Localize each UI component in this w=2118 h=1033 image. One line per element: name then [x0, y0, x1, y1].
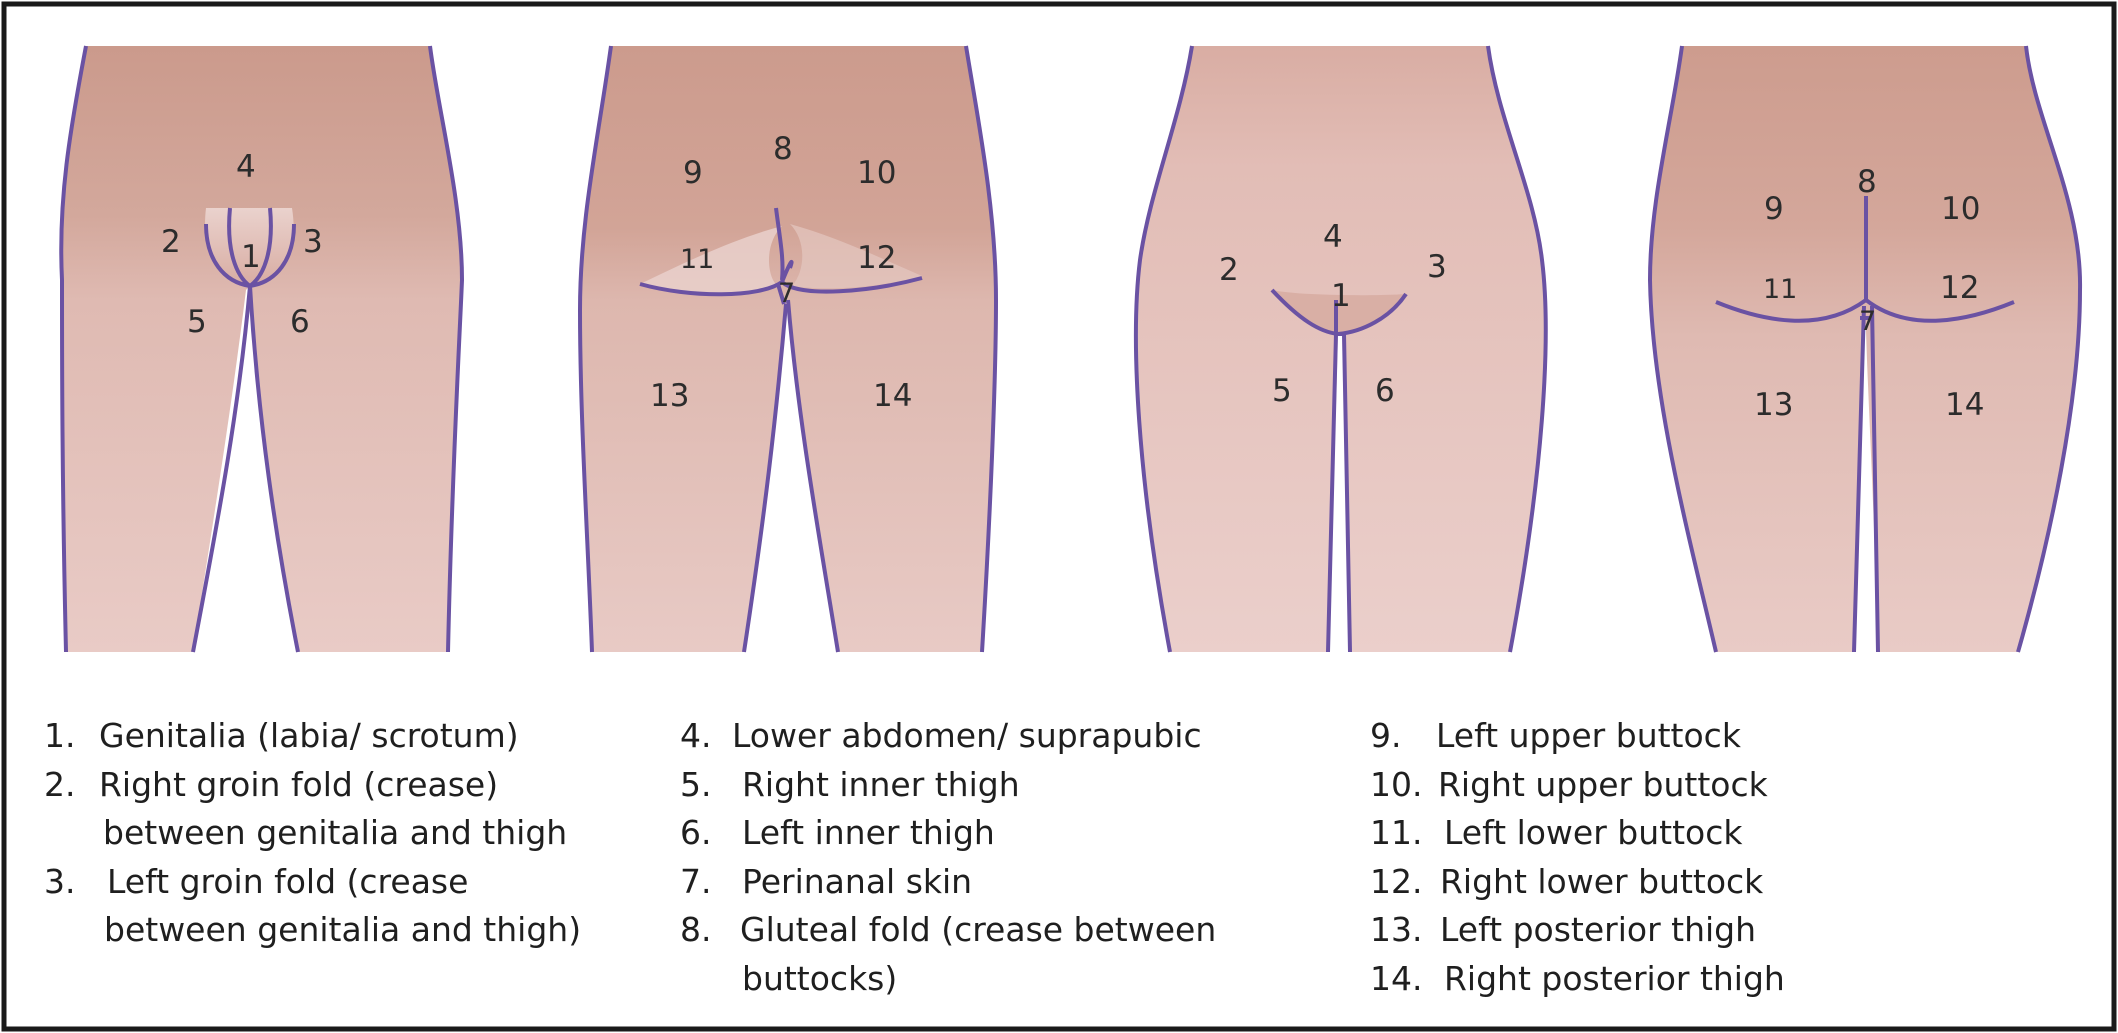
legend-text: Left groin fold (crease: [107, 858, 468, 907]
legend-text: Right upper buttock: [1438, 761, 1768, 810]
figure-female-back: 9 8 10 11 12 7 13 14: [580, 46, 996, 652]
legend-number: 2.: [44, 761, 99, 810]
male-back-label-9: 9: [1764, 191, 1784, 227]
legend-number: 12.: [1370, 858, 1440, 907]
female-front-label-3: 3: [303, 224, 323, 260]
female-back-label-7: 7: [778, 278, 795, 309]
legend-item: 10. Right upper buttock: [1370, 761, 1785, 810]
male-front-label-4: 4: [1323, 219, 1343, 255]
female-front-label-4: 4: [236, 149, 256, 185]
female-front-label-2: 2: [161, 224, 181, 260]
figure-male-front: 4 2 3 1 5 6: [1136, 46, 1546, 652]
legend-item: 5. Right inner thigh: [680, 761, 1216, 810]
female-back-label-8: 8: [773, 131, 793, 167]
legend-text: Genitalia (labia/ scrotum): [99, 712, 519, 761]
male-back-label-11: 11: [1763, 274, 1797, 305]
legend-item: 4. Lower abdomen/ suprapubic: [680, 712, 1216, 761]
legend-number: 11.: [1370, 809, 1444, 858]
legend-item-continuation: between genitalia and thigh: [44, 809, 581, 858]
male-back-label-8: 8: [1857, 164, 1877, 200]
legend-text: Gluteal fold (crease between: [740, 906, 1216, 955]
legend-number: 6.: [680, 809, 742, 858]
legend-column-1: 1. Genitalia (labia/ scrotum) 2. Right g…: [44, 712, 581, 955]
legend-item: 9. Left upper buttock: [1370, 712, 1785, 761]
legend-text: Left lower buttock: [1444, 809, 1742, 858]
legend-text: Left posterior thigh: [1440, 906, 1756, 955]
legend-item: 1. Genitalia (labia/ scrotum): [44, 712, 581, 761]
legend-number: 7.: [680, 858, 742, 907]
legend-text: Left inner thigh: [742, 809, 995, 858]
legend-item: 8. Gluteal fold (crease between: [680, 906, 1216, 955]
figure-male-back: 9 8 10 11 12 7 13 14: [1650, 46, 2080, 652]
legend-item: 11. Left lower buttock: [1370, 809, 1785, 858]
female-back-label-10: 10: [857, 155, 896, 191]
legend-number: 10.: [1370, 761, 1438, 810]
male-back-label-13: 13: [1754, 387, 1793, 423]
legend-number: 8.: [680, 906, 740, 955]
legend-number: 1.: [44, 712, 99, 761]
legend-text-continuation: between genitalia and thigh: [103, 809, 567, 858]
female-back-label-9: 9: [683, 155, 703, 191]
legend-number: 4.: [680, 712, 732, 761]
legend-text-continuation: between genitalia and thigh): [104, 906, 581, 955]
male-front-label-3: 3: [1427, 249, 1447, 285]
legend-item: 6. Left inner thigh: [680, 809, 1216, 858]
legend-number: 13.: [1370, 906, 1440, 955]
female-front-label-6: 6: [290, 304, 310, 340]
male-back-label-14: 14: [1945, 387, 1984, 423]
legend-number: 9.: [1370, 712, 1436, 761]
legend-item: 12. Right lower buttock: [1370, 858, 1785, 907]
legend-item-continuation: buttocks): [680, 955, 1216, 1004]
female-front-body: [61, 46, 462, 652]
female-front-label-5: 5: [187, 304, 207, 340]
male-front-label-2: 2: [1219, 252, 1239, 288]
male-back-body: [1650, 46, 2080, 652]
male-back-label-12: 12: [1940, 270, 1979, 306]
legend-text-continuation: buttocks): [742, 955, 897, 1004]
legend-text: Right lower buttock: [1440, 858, 1763, 907]
legend-number: 5.: [680, 761, 742, 810]
legend-text: Lower abdomen/ suprapubic: [732, 712, 1202, 761]
legend-text: Perinanal skin: [742, 858, 972, 907]
legend-text: Right posterior thigh: [1444, 955, 1785, 1004]
legend-column-3: 9. Left upper buttock 10. Right upper bu…: [1370, 712, 1785, 1003]
legend-column-2: 4. Lower abdomen/ suprapubic 5. Right in…: [680, 712, 1216, 1003]
male-front-label-1: 1: [1331, 278, 1351, 314]
female-back-label-14: 14: [873, 378, 912, 414]
legend-item: 7. Perinanal skin: [680, 858, 1216, 907]
male-back-label-7: 7: [1859, 306, 1876, 337]
female-front-label-1: 1: [241, 239, 261, 275]
legend-item: 2. Right groin fold (crease): [44, 761, 581, 810]
male-front-label-5: 5: [1272, 373, 1292, 409]
legend-item: 14. Right posterior thigh: [1370, 955, 1785, 1004]
male-front-label-6: 6: [1375, 373, 1395, 409]
legend-text: Right groin fold (crease): [99, 761, 498, 810]
male-front-body: [1136, 46, 1546, 652]
legend-number: 14.: [1370, 955, 1444, 1004]
male-back-label-10: 10: [1941, 191, 1980, 227]
female-back-label-13: 13: [650, 378, 689, 414]
legend-item-continuation: between genitalia and thigh): [44, 906, 581, 955]
legend-text: Left upper buttock: [1436, 712, 1741, 761]
legend-number: 3.: [44, 858, 107, 907]
legend-item: 13. Left posterior thigh: [1370, 906, 1785, 955]
legend-text: Right inner thigh: [742, 761, 1020, 810]
figure-female-front: 4 2 1 3 5 6: [61, 46, 462, 652]
female-back-label-12: 12: [857, 240, 896, 276]
female-back-label-11: 11: [680, 244, 714, 275]
legend-item: 3. Left groin fold (crease: [44, 858, 581, 907]
